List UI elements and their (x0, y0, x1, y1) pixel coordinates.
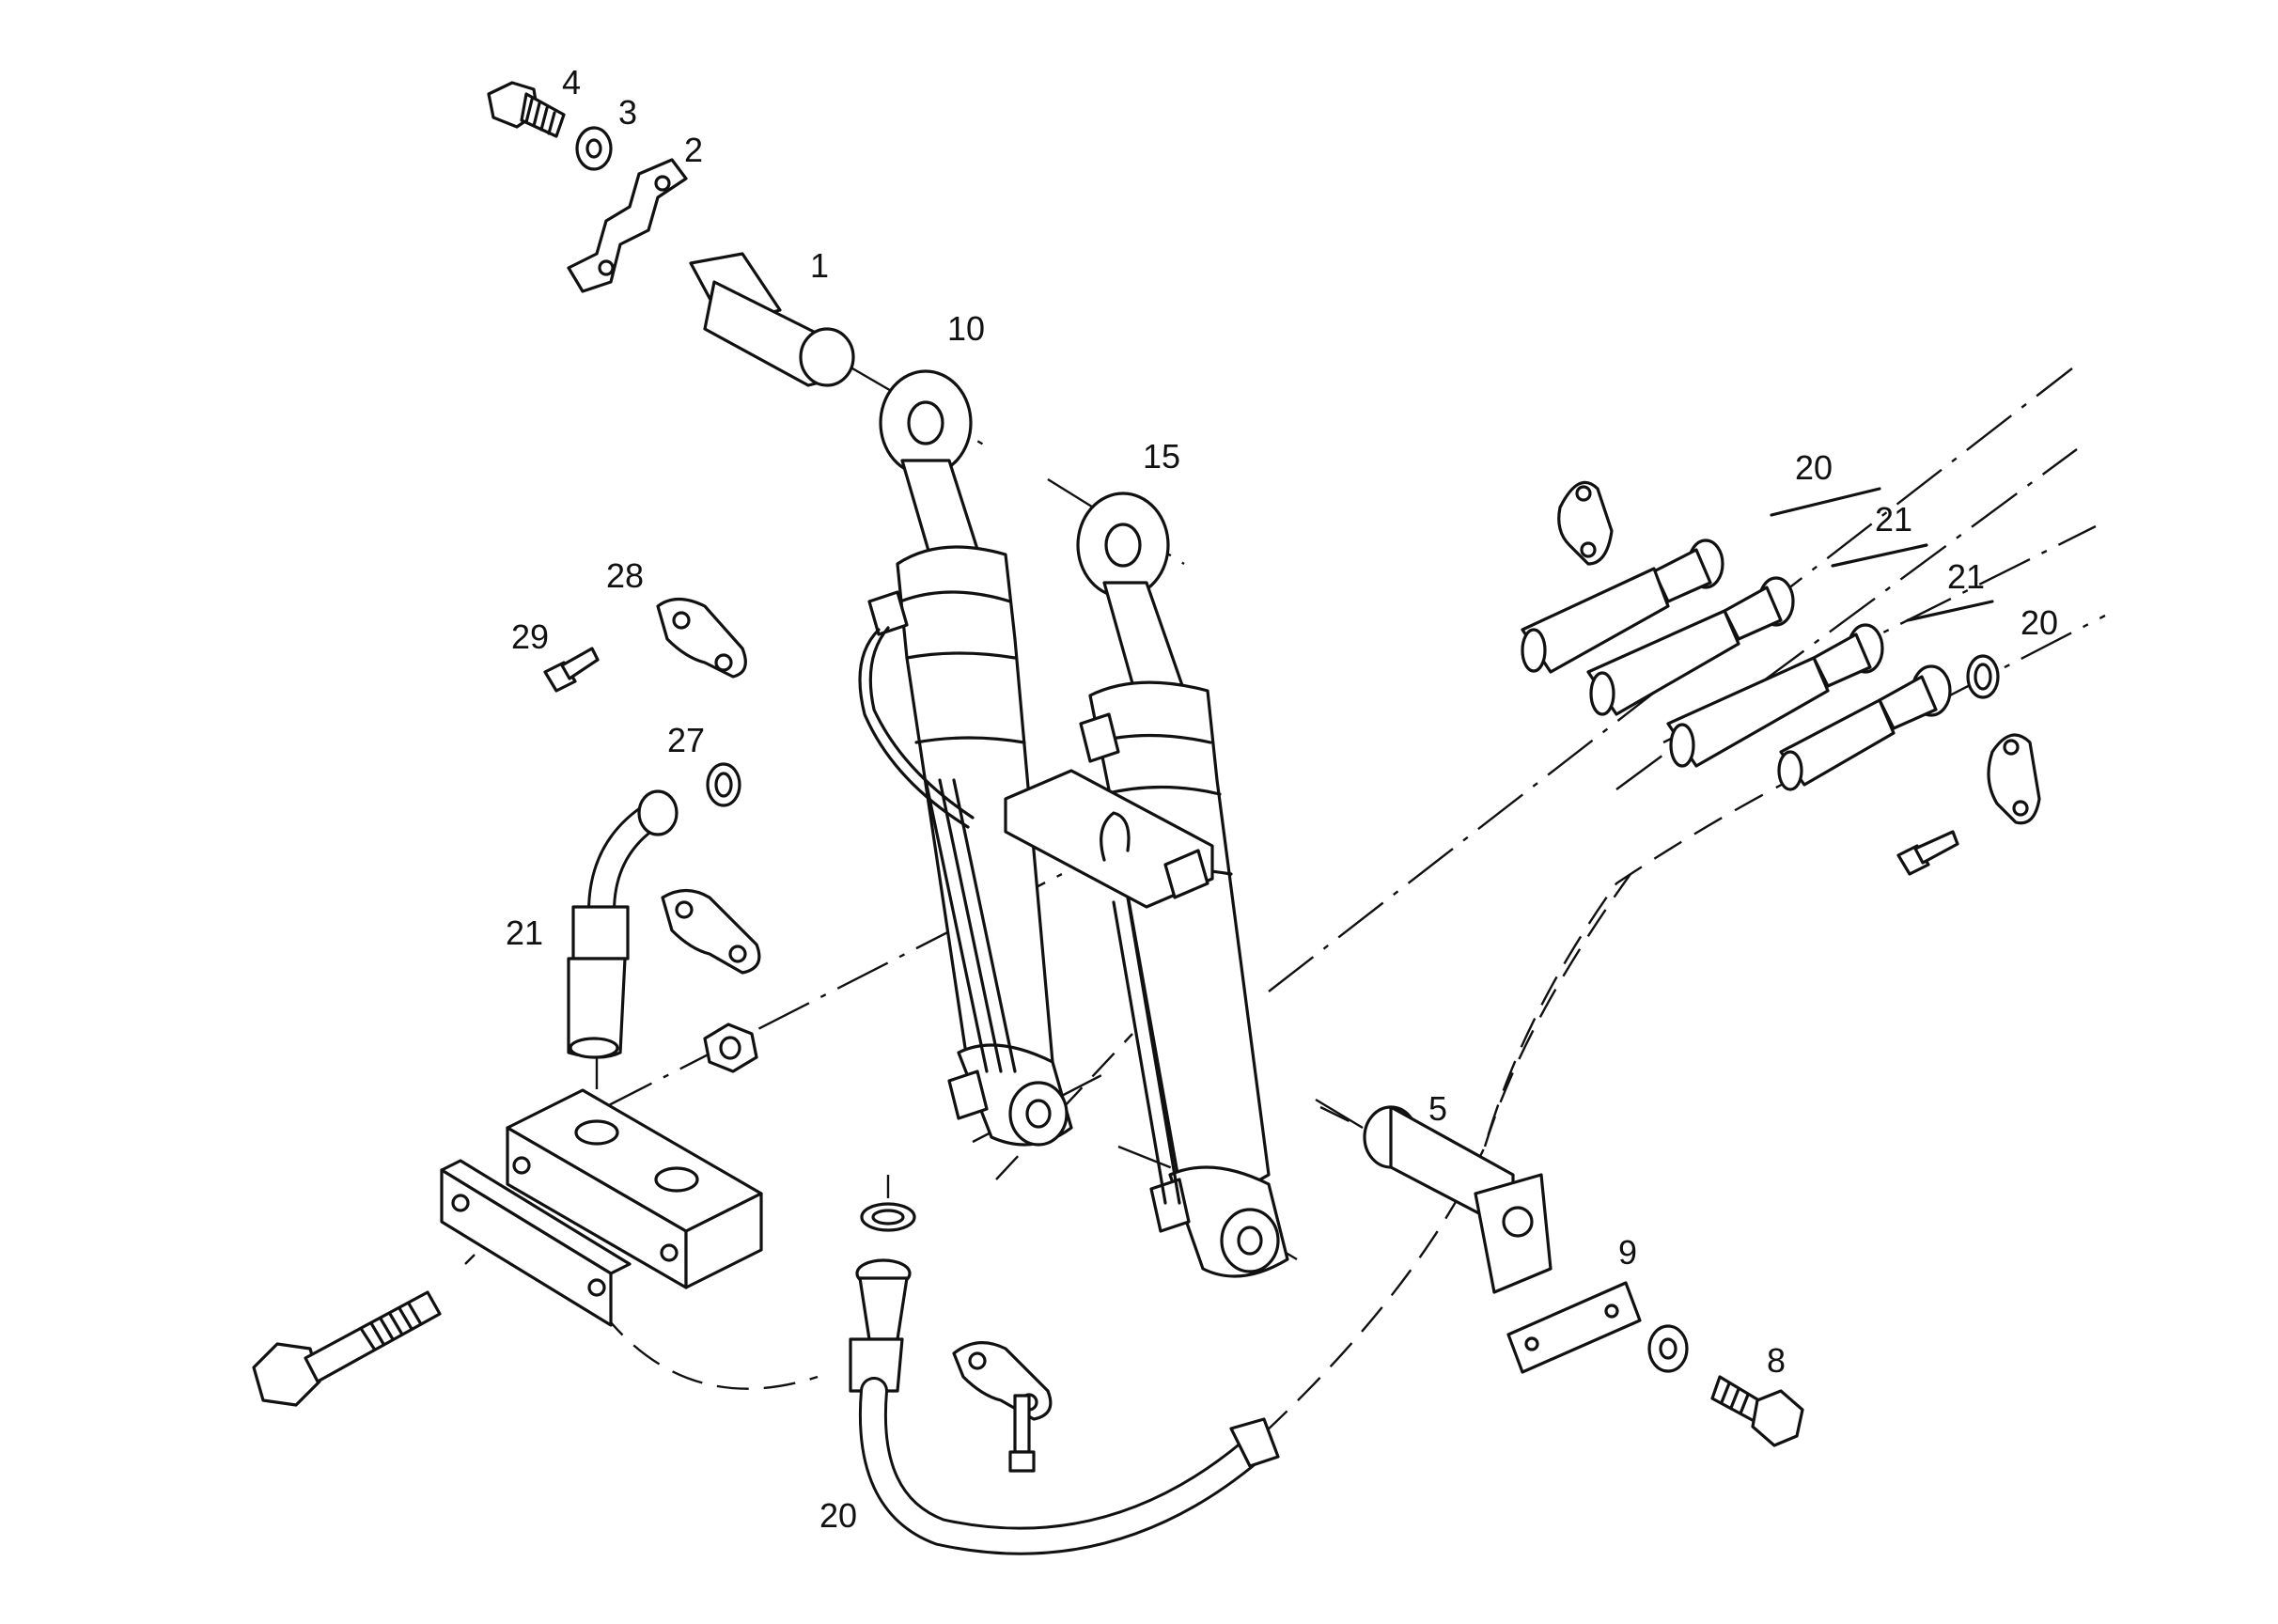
o-ring-lower (860, 1202, 916, 1232)
callout-20-upper: 20 (1795, 448, 1833, 487)
callout-20-lower: 20 (819, 1496, 857, 1535)
retaining-plate-part-2 (567, 158, 688, 293)
elbow-hose-part-21 (567, 789, 679, 1059)
screw-part-29 (543, 647, 600, 693)
long-bolt (252, 1290, 442, 1407)
hydraulic-cylinder-part-10 (858, 369, 1073, 1147)
hose-part-20-lower (849, 1258, 1280, 1555)
callout-28: 28 (606, 556, 644, 595)
screw-lower (1008, 1394, 1036, 1473)
callout-8: 8 (1767, 1341, 1786, 1380)
callout-5: 5 (1428, 1089, 1447, 1128)
callout-9: 9 (1618, 1233, 1637, 1272)
hose-fitting-part-21-b (1666, 623, 1884, 768)
callout-21-upper: 21 (1875, 500, 1912, 539)
clamp-block (506, 1088, 763, 1289)
callout-1: 1 (810, 246, 829, 285)
washer-part-8 (1647, 1324, 1689, 1373)
clamp-plate (440, 1159, 632, 1327)
flange-half-upper-right (1557, 480, 1614, 566)
hose-fitting-part-21-a (1586, 576, 1795, 716)
callout-4: 4 (562, 63, 581, 102)
flange-half-part-28 (656, 597, 747, 679)
plate-part-9 (1506, 1281, 1642, 1374)
callout-3: 3 (618, 93, 637, 132)
flange-half-right (1987, 733, 2041, 825)
bolt-part-4 (487, 81, 566, 138)
hose-fitting-part-20-b (1777, 664, 1952, 791)
nut (703, 1023, 758, 1073)
callout-21-middle: 21 (1947, 557, 1985, 596)
callout-21-left: 21 (506, 914, 543, 952)
flange-half-lower (952, 1341, 1053, 1421)
flange-half-left (661, 888, 761, 975)
callout-27: 27 (667, 721, 705, 759)
callout-15: 15 (1143, 437, 1180, 476)
callout-29: 29 (511, 617, 549, 656)
callout-20-right: 20 (2021, 603, 2058, 642)
screw-right (1896, 830, 1959, 876)
o-ring-right (1966, 654, 2000, 699)
hose-fitting-part-20-upper (1521, 539, 1724, 674)
center-lines (601, 360, 2106, 1261)
pin-part-5 (1363, 1105, 1552, 1294)
pin-part-1 (689, 252, 855, 387)
callout-labels: 4 3 2 1 10 15 20 21 21 20 28 29 27 21 5 … (506, 63, 2058, 1535)
callout-10: 10 (947, 309, 985, 348)
callout-2: 2 (684, 131, 703, 169)
washer-part-3 (575, 126, 613, 171)
leader-lines (1770, 487, 1994, 622)
o-ring-part-27 (706, 762, 741, 807)
bolt-part-8 (1710, 1375, 1804, 1447)
cylinder-bracket (1004, 769, 1214, 909)
